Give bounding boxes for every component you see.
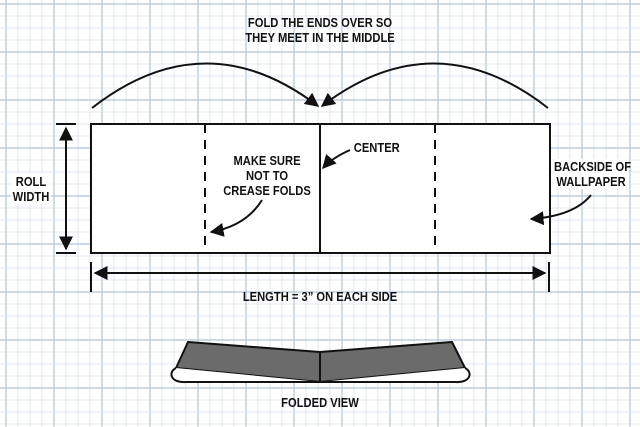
crease-folds-note: MAKE SURE NOT TO CREASE FOLDS [223, 153, 311, 198]
folded-view-illustration [170, 341, 471, 384]
roll-width-label: ROLL WIDTH [11, 174, 51, 204]
length-label: LENGTH = 3” ON EACH SIDE [242, 289, 398, 304]
center-callout-arrow [322, 149, 351, 170]
crease-note-arrow [209, 199, 263, 237]
left-fold-arc-arrow [91, 62, 320, 109]
backside-of-wallpaper-label: BACKSIDE OF WALLPAPER [554, 159, 632, 189]
backside-callout-arrow [529, 194, 592, 226]
fold-instruction-title: FOLD THE ENDS OVER SO THEY MEET IN THE M… [245, 15, 395, 45]
right-fold-arc-arrow [320, 62, 549, 109]
folded-view-label: FOLDED VIEW [281, 395, 359, 410]
folded-left-curl [170, 367, 320, 384]
folded-right-curl [320, 367, 471, 384]
center-label: CENTER [353, 140, 400, 155]
